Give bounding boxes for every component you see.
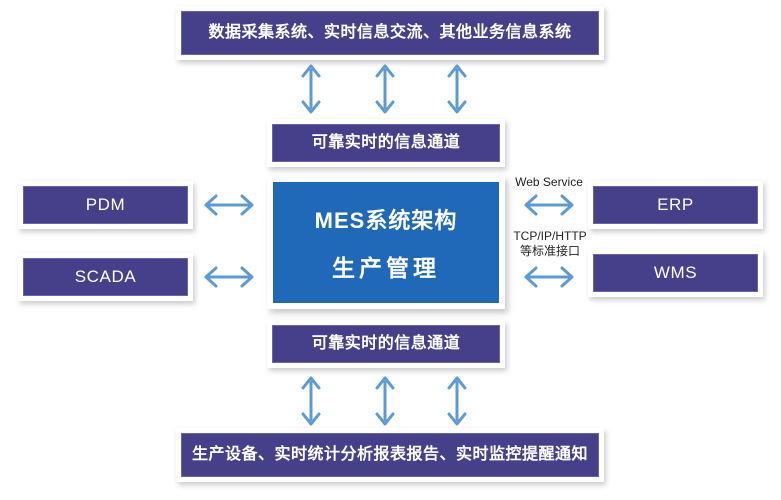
bottom-systems-box: 生产设备、实时统计分析报表报告、实时监控提醒通知 — [176, 428, 604, 482]
channel-top-box-inner: 可靠实时的信息通道 — [272, 124, 500, 162]
channel-top-box: 可靠实时的信息通道 — [267, 119, 505, 167]
connector-label-tcp-ip-line2: 等标准接口 — [519, 244, 580, 258]
top-systems-label: 数据采集系统、实时信息交流、其他业务信息系统 — [208, 24, 572, 42]
connector-label-tcp-ip-line1: TCP/IP/HTTP — [513, 229, 587, 243]
connector-label-tcp-ip: TCP/IP/HTTP 等标准接口 — [505, 229, 595, 259]
arrow-up-down-bottom-3 — [446, 375, 468, 427]
arrow-up-down-top-2 — [374, 63, 396, 115]
top-systems-box: 数据采集系统、实时信息交流、其他业务信息系统 — [176, 6, 604, 60]
bottom-systems-label: 生产设备、实时统计分析报表报告、实时监控提醒通知 — [191, 446, 588, 464]
channel-bottom-box-inner: 可靠实时的信息通道 — [272, 325, 500, 363]
left-box-scada: SCADA — [18, 253, 193, 301]
right-box-erp: ERP — [588, 181, 763, 229]
arrow-left-right-wms — [521, 264, 577, 290]
center-mes-title: MES系统架构 — [314, 207, 458, 233]
left-box-scada-label: SCADA — [74, 266, 137, 286]
top-systems-box-inner: 数据采集系统、实时信息交流、其他业务信息系统 — [181, 11, 599, 55]
arrow-up-down-bottom-1 — [300, 375, 322, 427]
left-box-scada-inner: SCADA — [23, 258, 188, 296]
arrow-up-down-top-3 — [446, 63, 468, 115]
right-box-erp-inner: ERP — [593, 186, 758, 224]
channel-bottom-box: 可靠实时的信息通道 — [267, 320, 505, 368]
center-mes-box-inner: MES系统架构 生产管理 — [273, 182, 499, 303]
right-box-erp-label: ERP — [657, 194, 694, 214]
right-box-wms-label: WMS — [653, 262, 698, 282]
connector-label-web-service: Web Service — [515, 175, 583, 189]
left-box-pdm: PDM — [18, 181, 193, 229]
right-box-wms-inner: WMS — [593, 254, 758, 292]
center-mes-subtitle: 生产管理 — [332, 254, 440, 281]
right-box-wms: WMS — [588, 249, 763, 297]
arrow-left-right-pdm — [201, 192, 257, 218]
channel-top-label: 可靠实时的信息通道 — [311, 134, 461, 152]
center-mes-box: MES系统架构 生产管理 — [267, 176, 505, 309]
bottom-systems-box-inner: 生产设备、实时统计分析报表报告、实时监控提醒通知 — [181, 433, 599, 477]
arrow-left-right-scada — [201, 264, 257, 290]
channel-bottom-label: 可靠实时的信息通道 — [311, 335, 461, 353]
arrow-up-down-bottom-2 — [374, 375, 396, 427]
left-box-pdm-label: PDM — [85, 194, 126, 214]
left-box-pdm-inner: PDM — [23, 186, 188, 224]
arrow-up-down-top-1 — [300, 63, 322, 115]
arrow-left-right-erp — [521, 192, 577, 218]
